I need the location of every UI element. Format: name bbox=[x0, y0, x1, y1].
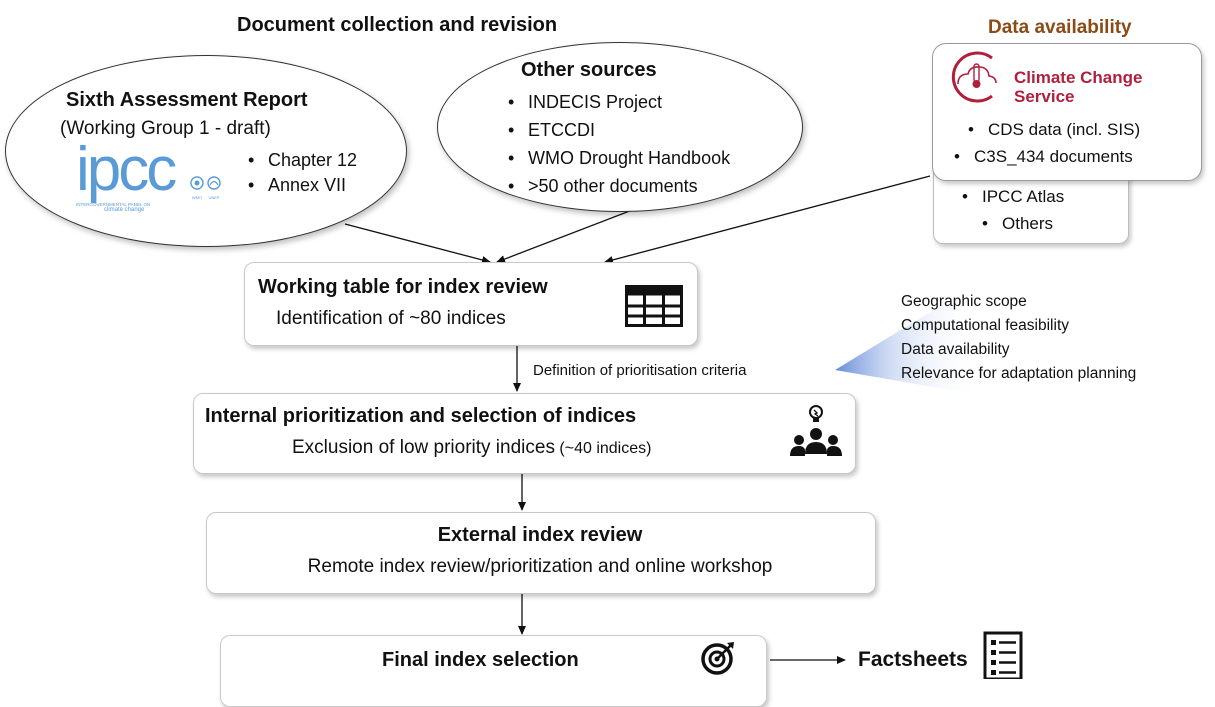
team-idea-icon bbox=[790, 405, 842, 456]
copernicus-logo: Climate Change Service bbox=[948, 50, 1158, 106]
cds-extra-item: Others bbox=[980, 210, 1064, 237]
copernicus-logo-line2: Service bbox=[1014, 87, 1075, 106]
criteria-item: Relevance for adaptation planning bbox=[901, 365, 1137, 382]
copernicus-logo-line1: Climate Change bbox=[1014, 68, 1143, 87]
working-table-subtitle: Identification of ~80 indices bbox=[276, 308, 506, 329]
wmo-label: WMO bbox=[191, 195, 203, 200]
wmo-emblem-icon bbox=[190, 176, 204, 190]
ar6-item: Chapter 12 bbox=[246, 148, 357, 173]
criteria-item: Geographic scope bbox=[901, 293, 1027, 310]
working-table-title: Working table for index review bbox=[258, 276, 548, 298]
ar6-title: Sixth Assessment Report bbox=[66, 89, 308, 111]
arrow-ar6-to-table bbox=[344, 223, 491, 264]
ar6-subtitle: (Working Group 1 - draft) bbox=[60, 118, 271, 139]
external-box bbox=[206, 512, 876, 594]
thermometer-cloud-icon bbox=[951, 51, 997, 103]
data-availability-heading: Data availability bbox=[988, 17, 1132, 38]
unep-label: UNEP bbox=[208, 195, 220, 200]
document-collection-heading: Document collection and revision bbox=[237, 14, 558, 36]
other-sources-item: >50 other documents bbox=[506, 172, 730, 200]
connector-layer bbox=[344, 175, 980, 664]
ar6-item: Annex VII bbox=[246, 173, 357, 198]
target-icon bbox=[701, 642, 734, 675]
unep-emblem-icon bbox=[207, 176, 221, 190]
internal-box bbox=[193, 393, 856, 474]
wmo-unep-logos: WMO UNEP bbox=[190, 176, 221, 200]
arrow-cds-to-table bbox=[604, 175, 931, 264]
ar6-item-list: Chapter 12 Annex VII bbox=[246, 148, 357, 198]
internal-title: Internal prioritization and selection of… bbox=[205, 405, 637, 427]
ipcc-logo-caption-1: INTERGOVERNMENTAL PANEL ON bbox=[76, 202, 151, 207]
internal-subtitle-count: (~40 indices) bbox=[559, 440, 652, 457]
external-title: External index review bbox=[437, 524, 643, 546]
other-sources-item: INDECIS Project bbox=[506, 88, 730, 116]
other-sources-title: Other sources bbox=[521, 59, 657, 81]
final-title: Final index selection bbox=[382, 649, 579, 671]
other-sources-item: WMO Drought Handbook bbox=[506, 144, 730, 172]
table-grid-icon bbox=[625, 285, 683, 327]
working-table-box bbox=[244, 262, 698, 346]
internal-subtitle-wrap: Exclusion of low priority indices (~40 i… bbox=[292, 437, 651, 459]
criteria-item: Data availability bbox=[901, 341, 1010, 358]
criteria-item: Computational feasibility bbox=[901, 317, 1070, 334]
external-subtitle: Remote index review/prioritization and o… bbox=[307, 556, 773, 577]
checklist-document-icon bbox=[983, 631, 1023, 679]
ipcc-logo-caption-2: climate change bbox=[104, 207, 145, 213]
criteria-label: Definition of prioritisation criteria bbox=[533, 362, 747, 379]
cds-item: CDS data (incl. SIS) bbox=[966, 116, 1140, 143]
criteria-fan bbox=[835, 300, 980, 395]
cds-extra-list: IPCC Atlas Others bbox=[960, 183, 1064, 237]
factsheets-label: Factsheets bbox=[858, 648, 968, 671]
other-sources-list: INDECIS Project ETCCDI WMO Drought Handb… bbox=[506, 88, 730, 200]
cds-extra-item: IPCC Atlas bbox=[960, 183, 1064, 210]
internal-subtitle: Exclusion of low priority indices bbox=[292, 437, 555, 458]
arrow-other-to-table bbox=[496, 206, 641, 263]
ipcc-logo: ipcc INTERGOVERNMENTAL PANEL ON climate … bbox=[76, 135, 236, 220]
other-sources-item: ETCCDI bbox=[506, 116, 730, 144]
ipcc-logo-text: ipcc bbox=[76, 135, 177, 204]
cds-item: C3S_434 documents bbox=[952, 143, 1140, 170]
cds-list: CDS data (incl. SIS) C3S_434 documents bbox=[954, 116, 1140, 170]
criteria-list: Geographic scope Computational feasibili… bbox=[901, 290, 1136, 386]
